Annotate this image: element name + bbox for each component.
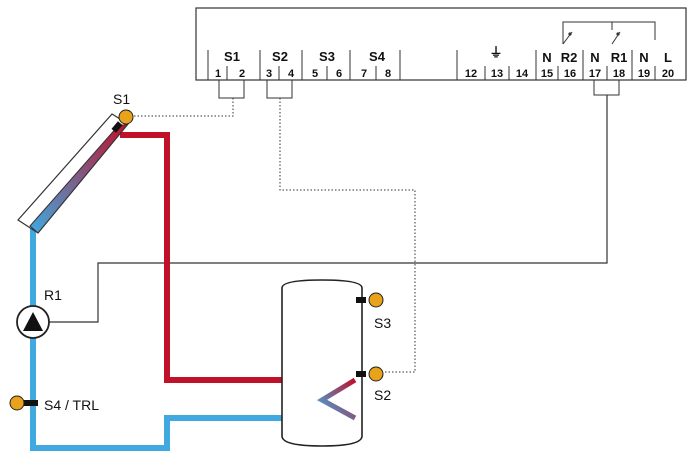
wire-loop-r1 xyxy=(593,80,620,96)
pipes xyxy=(30,132,355,451)
collector-absorber xyxy=(29,123,130,234)
wire-loop-s1 xyxy=(218,80,245,99)
terminal-number: 4 xyxy=(288,68,295,80)
solar-collector xyxy=(17,113,130,234)
sensor-s1 xyxy=(118,109,134,125)
flow-pipe xyxy=(120,132,355,383)
terminal-number: 12 xyxy=(465,68,477,80)
pump-r1 xyxy=(16,305,50,339)
tank-body xyxy=(281,279,363,447)
terminal-number: 8 xyxy=(385,68,391,80)
sensors xyxy=(9,109,384,411)
terminal-number: 19 xyxy=(638,68,650,80)
label-collector-sensor: S1 xyxy=(113,91,130,107)
sensor-s3 xyxy=(368,292,384,308)
terminal-number: 1 xyxy=(215,68,221,80)
terminal-number: 5 xyxy=(312,68,318,80)
heat-exchanger-coil xyxy=(316,377,357,421)
terminal-number: 2 xyxy=(239,68,245,80)
relay-label-r2: R2 xyxy=(561,50,578,65)
label-tank-sensor-bottom: S2 xyxy=(374,387,391,403)
sensor-s2 xyxy=(368,366,384,382)
group-label-s3: S3 xyxy=(319,49,335,64)
terminal-number: 17 xyxy=(589,68,601,80)
terminal-number: 16 xyxy=(564,68,576,80)
controller-housing xyxy=(195,7,687,81)
sensor-s4 xyxy=(9,395,25,411)
relay-label-n-1: N xyxy=(542,50,551,65)
relay-label-r1: R1 xyxy=(611,50,628,65)
sensor-cable-s1 xyxy=(126,98,234,117)
storage-tank xyxy=(281,279,363,447)
terminal-number: 18 xyxy=(613,68,625,80)
group-label-s2: S2 xyxy=(272,49,288,64)
group-label-s1: S1 xyxy=(224,49,240,64)
sensor-cable-s2 xyxy=(279,98,416,373)
sensor-mount xyxy=(356,371,366,377)
wiring xyxy=(44,80,620,373)
terminal-number: 15 xyxy=(541,68,553,80)
wire-loop-s2 xyxy=(266,80,293,99)
label-tank-sensor-top: S3 xyxy=(374,315,391,331)
relay-contact-dots xyxy=(568,32,620,36)
terminal-dividers xyxy=(207,50,687,80)
sensor-mount xyxy=(111,121,123,133)
terminal-number: 3 xyxy=(266,68,272,80)
controller: S1 S2 S3 S4 ⏚ N R2 N R1 N L 1 2 3 4 5 6 … xyxy=(195,7,687,81)
group-label-s4: S4 xyxy=(369,49,386,64)
return-pipe xyxy=(30,226,355,451)
terminal-number: 6 xyxy=(336,68,342,80)
label-return-sensor: S4 / TRL xyxy=(44,397,99,413)
sensor-mount xyxy=(356,297,366,303)
relay-label-n-2: N xyxy=(590,50,599,65)
ground-icon: ⏚ xyxy=(489,45,502,60)
sensor-mount xyxy=(24,400,38,406)
pump-arrow-icon xyxy=(23,312,43,331)
relay-label-n-3: N xyxy=(639,50,648,65)
collector-frame xyxy=(17,113,129,234)
terminal-number: 20 xyxy=(662,68,674,80)
label-pump: R1 xyxy=(44,287,62,303)
terminal-number: 14 xyxy=(516,68,529,80)
relay-label-l: L xyxy=(664,50,672,65)
terminal-number: 13 xyxy=(491,68,503,80)
terminal-number: 7 xyxy=(361,68,367,80)
pump-cable xyxy=(44,95,608,323)
